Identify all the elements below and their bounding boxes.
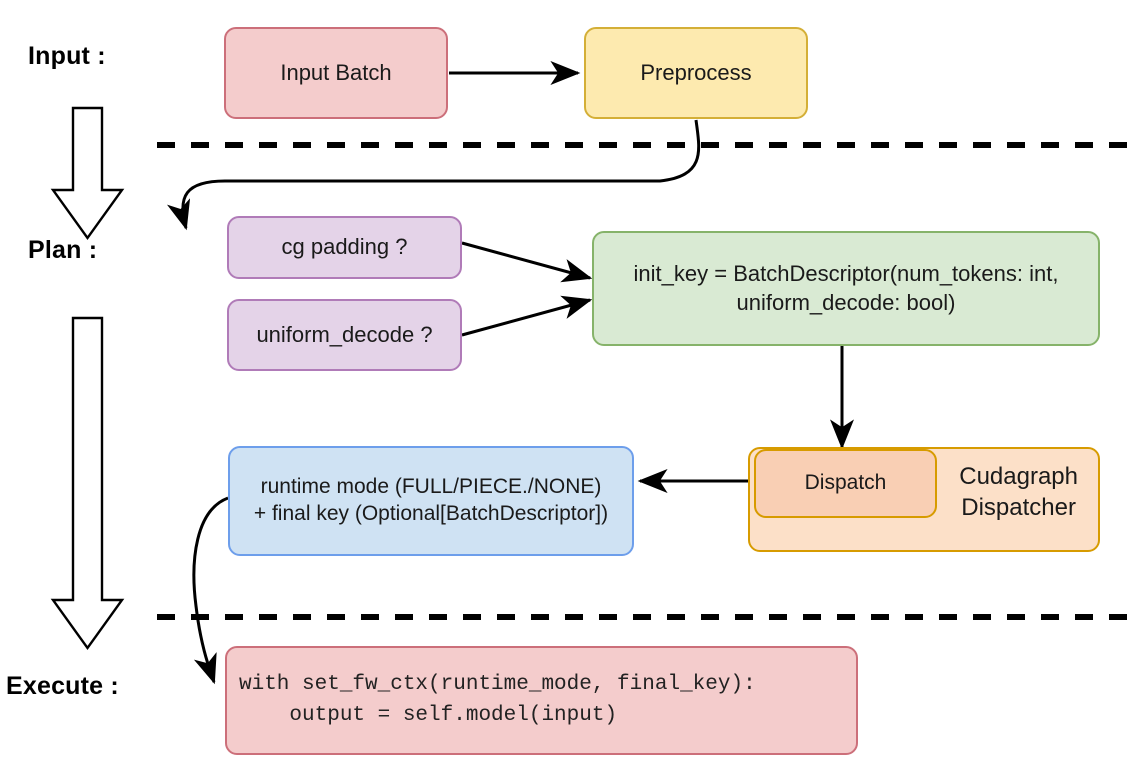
- node-input-batch[interactable]: Input Batch: [224, 27, 448, 119]
- stage-label-input: Input :: [28, 42, 106, 70]
- node-execute-code[interactable]: with set_fw_ctx(runtime_mode, final_key)…: [225, 646, 858, 755]
- node-cg-padding[interactable]: cg padding ?: [227, 216, 462, 279]
- input-to-plan-block-arrow: [50, 106, 125, 241]
- node-uniform-decode[interactable]: uniform_decode ?: [227, 299, 462, 371]
- edge-cg-padding-to-init-key: [461, 241, 593, 283]
- node-preprocess[interactable]: Preprocess: [584, 27, 808, 119]
- node-dispatch[interactable]: Dispatch: [754, 449, 937, 518]
- edge-runtime-mode-to-execute-code: [192, 496, 229, 685]
- stage-label-plan: Plan :: [28, 236, 98, 264]
- edge-uniform-decode-to-init-key: [461, 295, 593, 337]
- stage-label-execute: Execute :: [6, 672, 119, 700]
- plan-to-execute-block-arrow: [50, 316, 125, 651]
- node-init-key[interactable]: init_key = BatchDescriptor(num_tokens: i…: [592, 231, 1100, 346]
- node-runtime-mode[interactable]: runtime mode (FULL/PIECE./NONE) + final …: [228, 446, 634, 556]
- edge-preprocess-to-cg-padding: [166, 119, 701, 231]
